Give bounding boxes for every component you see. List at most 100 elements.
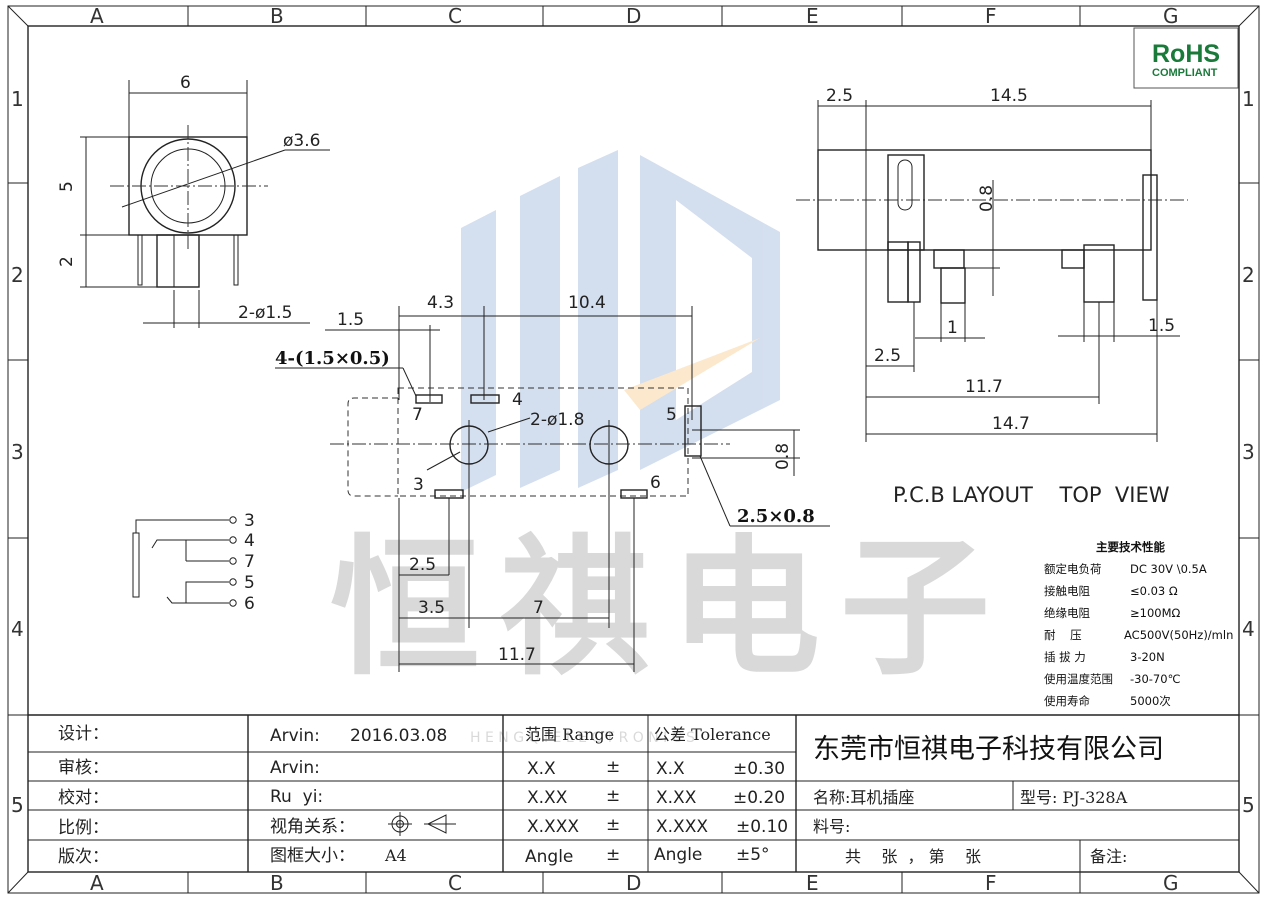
tb-pm-0: ± (606, 757, 620, 777)
tb-label-review: 审核： (58, 758, 109, 778)
watermark-text: 恒祺电子 H E N G Q I E L E C T R O N I C S (330, 520, 990, 746)
tb-material: 料号: (813, 817, 850, 836)
schematic-pin-7: 7 (244, 552, 255, 572)
pcb-dim-2-5: 2.5 (409, 555, 436, 575)
tb-tol-left-0: X.X (656, 759, 685, 779)
tb-tol-left-2: X.XXX (656, 817, 708, 837)
zone-left-2: 2 (11, 263, 24, 287)
spec-table: 主要技术性能 额定电负荷 DC 30V \0.5A 接触电阻 ≤0.03 Ω 绝… (1044, 540, 1233, 708)
zone-bottom-e: E (806, 871, 819, 895)
spec-val-0: DC 30V \0.5A (1130, 562, 1207, 576)
pcb-dim-11-7: 11.7 (498, 645, 536, 665)
spec-key-5: 使用温度范围 (1044, 672, 1113, 686)
side-dim-14-5: 14.5 (990, 86, 1028, 106)
tb-view-relation: 视角关系： (270, 817, 355, 837)
schematic-pin-4: 4 (244, 531, 255, 551)
zone-labels: A B C D E F G A B C D E F G 1 2 3 4 5 1 … (11, 4, 1255, 895)
pcb-rect-label: 2.5×0.8 (737, 506, 815, 527)
tb-range-2: X.XXX (527, 817, 579, 837)
tb-pm-2: ± (606, 815, 620, 835)
tb-company: 东莞市恒祺电子科技有限公司 (813, 734, 1164, 765)
spec-key-2: 绝缘电阻 (1044, 606, 1090, 620)
side-dim-14-7: 14.7 (992, 414, 1030, 434)
spec-title: 主要技术性能 (1096, 540, 1165, 554)
pcb-pin-3: 3 (413, 475, 424, 495)
tb-range-1: X.XX (527, 788, 568, 808)
pcb-dim-10-4: 10.4 (568, 293, 606, 313)
spec-key-6: 使用寿命 (1044, 694, 1090, 708)
view-title: P.C.B LAYOUT TOP VIEW (893, 483, 1170, 507)
pcb-dim-7: 7 (533, 598, 544, 618)
tb-proof: Ru yi: (270, 787, 323, 807)
zone-right-1: 1 (1242, 87, 1255, 111)
pcb-dim-4-3: 4.3 (427, 293, 454, 313)
tb-tol-right-3: ±5° (736, 845, 770, 865)
zone-right-5: 5 (1242, 793, 1255, 817)
pcb-dim-1-5: 1.5 (337, 310, 364, 330)
tb-date: 2016.03.08 (350, 726, 447, 746)
zone-top-b: B (270, 4, 284, 28)
spec-val-1: ≤0.03 Ω (1130, 584, 1178, 598)
pcb-pin-7: 7 (412, 405, 423, 425)
tb-label-design: 设计： (58, 724, 109, 744)
tb-tol-right-1: ±0.20 (733, 788, 785, 808)
pcb-pin-5: 5 (666, 405, 677, 425)
zone-top-g: G (1163, 4, 1179, 28)
tb-range-header: 范围 Range (525, 725, 614, 744)
title-block: 设计： 审核： 校对： 比例： 版次： Arvin: 2016.03.08 Ar… (28, 714, 1239, 872)
schematic-pin-3: 3 (244, 511, 255, 531)
tb-range-0: X.X (527, 759, 556, 779)
drawing-frame (7, 5, 1260, 894)
rohs-title: RoHS (1152, 40, 1220, 68)
tb-name: 名称:耳机插座 (813, 788, 914, 807)
schematic-pin-6: 6 (244, 594, 255, 614)
tb-tol-right-0: ±0.30 (733, 759, 785, 779)
zone-top-a: A (90, 4, 104, 28)
tb-pm-1: ± (606, 786, 620, 806)
spec-key-3: 耐 压 (1044, 628, 1082, 642)
schematic: 3 4 7 5 6 (132, 511, 255, 614)
tb-label-scale: 比例： (58, 818, 109, 838)
rohs-badge: RoHS COMPLIANT (1133, 27, 1239, 89)
zone-bottom-d: D (626, 871, 641, 895)
zone-bottom-g: G (1163, 871, 1179, 895)
tb-tol-left-3: Angle (654, 845, 702, 865)
pcb-hole-label: 2-ø1.8 (530, 410, 584, 430)
tb-remarks: 备注: (1090, 847, 1127, 866)
side-dim-2-5-top: 2.5 (826, 86, 853, 106)
spec-val-2: ≥100MΩ (1130, 606, 1181, 620)
zone-bottom-f: F (985, 871, 997, 895)
side-dim-2-5-bottom: 2.5 (874, 346, 901, 366)
watermark-sub: H E N G Q I E L E C T R O N I C S (470, 730, 695, 746)
tb-checker: Arvin: (270, 758, 320, 778)
side-dim-1: 1 (947, 318, 958, 338)
tb-designer: Arvin: (270, 726, 320, 746)
zone-bottom-b: B (270, 871, 284, 895)
tb-label-version: 版次： (58, 847, 109, 867)
side-dim-0-8: 0.8 (977, 185, 997, 212)
spec-val-3: AC500V(50Hz)/mln (1124, 628, 1233, 642)
side-dim-11-7: 11.7 (965, 377, 1003, 397)
tb-range-3: Angle (525, 847, 573, 867)
spec-val-6: 5000次 (1130, 694, 1171, 708)
tb-tol-left-1: X.XX (656, 788, 697, 808)
zone-top-d: D (626, 4, 641, 28)
side-dim-1-5: 1.5 (1148, 316, 1175, 336)
front-height-dim: 5 (57, 181, 77, 192)
zone-left-3: 3 (11, 440, 24, 464)
zone-right-2: 2 (1242, 263, 1255, 287)
tb-frame-value: A4 (384, 846, 407, 865)
spec-key-1: 接触电阻 (1044, 584, 1090, 598)
spec-key-4: 插 拔 力 (1044, 650, 1086, 664)
front-view: ø3.6 6 5 2 2-ø1.5 (57, 73, 330, 328)
projection-symbol-icon (388, 812, 456, 836)
rohs-subtitle: COMPLIANT (1152, 67, 1218, 79)
zone-left-1: 1 (11, 87, 24, 111)
zone-right-3: 3 (1242, 440, 1255, 464)
tb-label-proof: 校对： (58, 788, 109, 808)
side-view: 2.5 14.5 0.8 1 1.5 2.5 11.7 14.7 (796, 86, 1188, 442)
zone-top-e: E (806, 4, 819, 28)
zone-left-5: 5 (11, 793, 24, 817)
tb-pm-3: ± (606, 845, 620, 865)
